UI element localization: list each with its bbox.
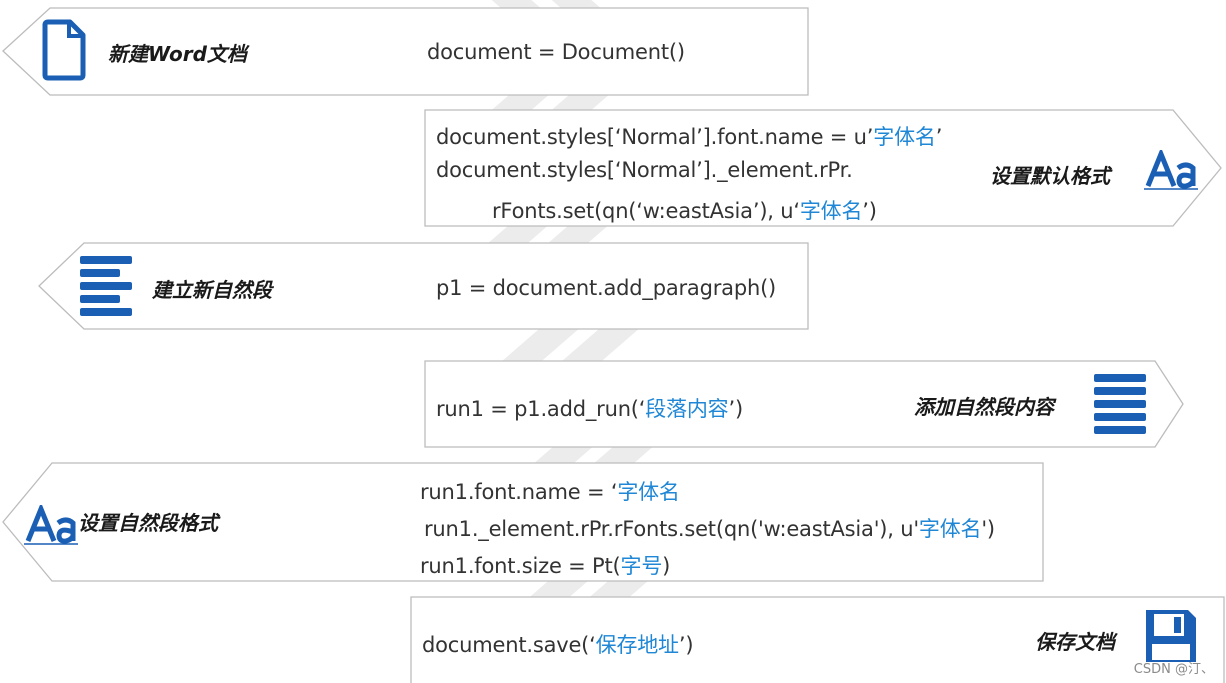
code-text: document.styles[‘Normal’]._element.rPr. bbox=[436, 158, 853, 182]
code-text: ) bbox=[662, 554, 671, 578]
code-text: run1.font.size = Pt( bbox=[420, 554, 621, 578]
justified-lines-icon bbox=[1094, 374, 1146, 434]
code-text: ') bbox=[981, 517, 995, 541]
font-aa-icon bbox=[24, 505, 78, 545]
step-label: 建立新自然段 bbox=[152, 278, 272, 302]
paragraph-lines-icon bbox=[80, 256, 132, 316]
code-text: ’) bbox=[862, 199, 877, 223]
document-icon bbox=[42, 19, 86, 81]
step-label: 设置自然段格式 bbox=[78, 511, 218, 535]
code-text: rFonts.set(qn(‘w:eastAsia’), u‘ bbox=[492, 199, 800, 223]
code-text: document = Document() bbox=[427, 40, 685, 64]
code-text: run1._element.rPr.rFonts.set(qn('w:eastA… bbox=[424, 517, 919, 541]
code-line: run1.font.size = Pt(字号) bbox=[420, 550, 670, 580]
code-text: run1.font.name = ‘ bbox=[420, 480, 618, 504]
code-line: document = Document() bbox=[427, 40, 685, 64]
code-line: document.save(‘保存地址’) bbox=[422, 629, 694, 659]
code-placeholder: 字体名 bbox=[918, 517, 982, 541]
code-line: document.styles[‘Normal’].font.name = u’… bbox=[436, 121, 942, 151]
code-placeholder: 字体名 bbox=[799, 199, 863, 223]
watermark: CSDN @汀、 bbox=[1133, 662, 1214, 677]
save-floppy-icon bbox=[1146, 610, 1196, 662]
code-placeholder: 段落内容 bbox=[645, 397, 729, 421]
step-label: 添加自然段内容 bbox=[914, 395, 1054, 419]
step-label: 设置默认格式 bbox=[990, 164, 1110, 188]
code-line: run1._element.rPr.rFonts.set(qn('w:eastA… bbox=[424, 513, 995, 543]
step-label: 新建Word文档 bbox=[108, 42, 247, 66]
code-text: ’) bbox=[678, 633, 694, 657]
step-label: 保存文档 bbox=[1035, 630, 1115, 654]
code-line: run1.font.name = ‘字体名 bbox=[420, 476, 680, 506]
code-text: document.styles[‘Normal’].font.name = u’ bbox=[436, 125, 874, 149]
code-placeholder: 字体名 bbox=[617, 480, 680, 504]
code-placeholder: 保存地址 bbox=[595, 633, 679, 657]
code-line: document.styles[‘Normal’]._element.rPr. bbox=[436, 158, 853, 182]
font-aa-icon bbox=[1144, 150, 1198, 190]
code-line: p1 = document.add_paragraph() bbox=[436, 276, 776, 300]
code-text: document.save(‘ bbox=[422, 633, 596, 657]
code-placeholder: 字体名 bbox=[873, 125, 936, 149]
code-text: ’ bbox=[935, 125, 943, 149]
code-line: run1 = p1.add_run(‘段落内容’) bbox=[436, 393, 743, 423]
code-line: rFonts.set(qn(‘w:eastAsia’), u‘字体名’) bbox=[492, 195, 877, 225]
code-placeholder: 字号 bbox=[620, 554, 663, 578]
code-text: p1 = document.add_paragraph() bbox=[436, 276, 777, 300]
code-text: ’) bbox=[728, 397, 743, 421]
code-text: run1 = p1.add_run(‘ bbox=[436, 397, 646, 421]
